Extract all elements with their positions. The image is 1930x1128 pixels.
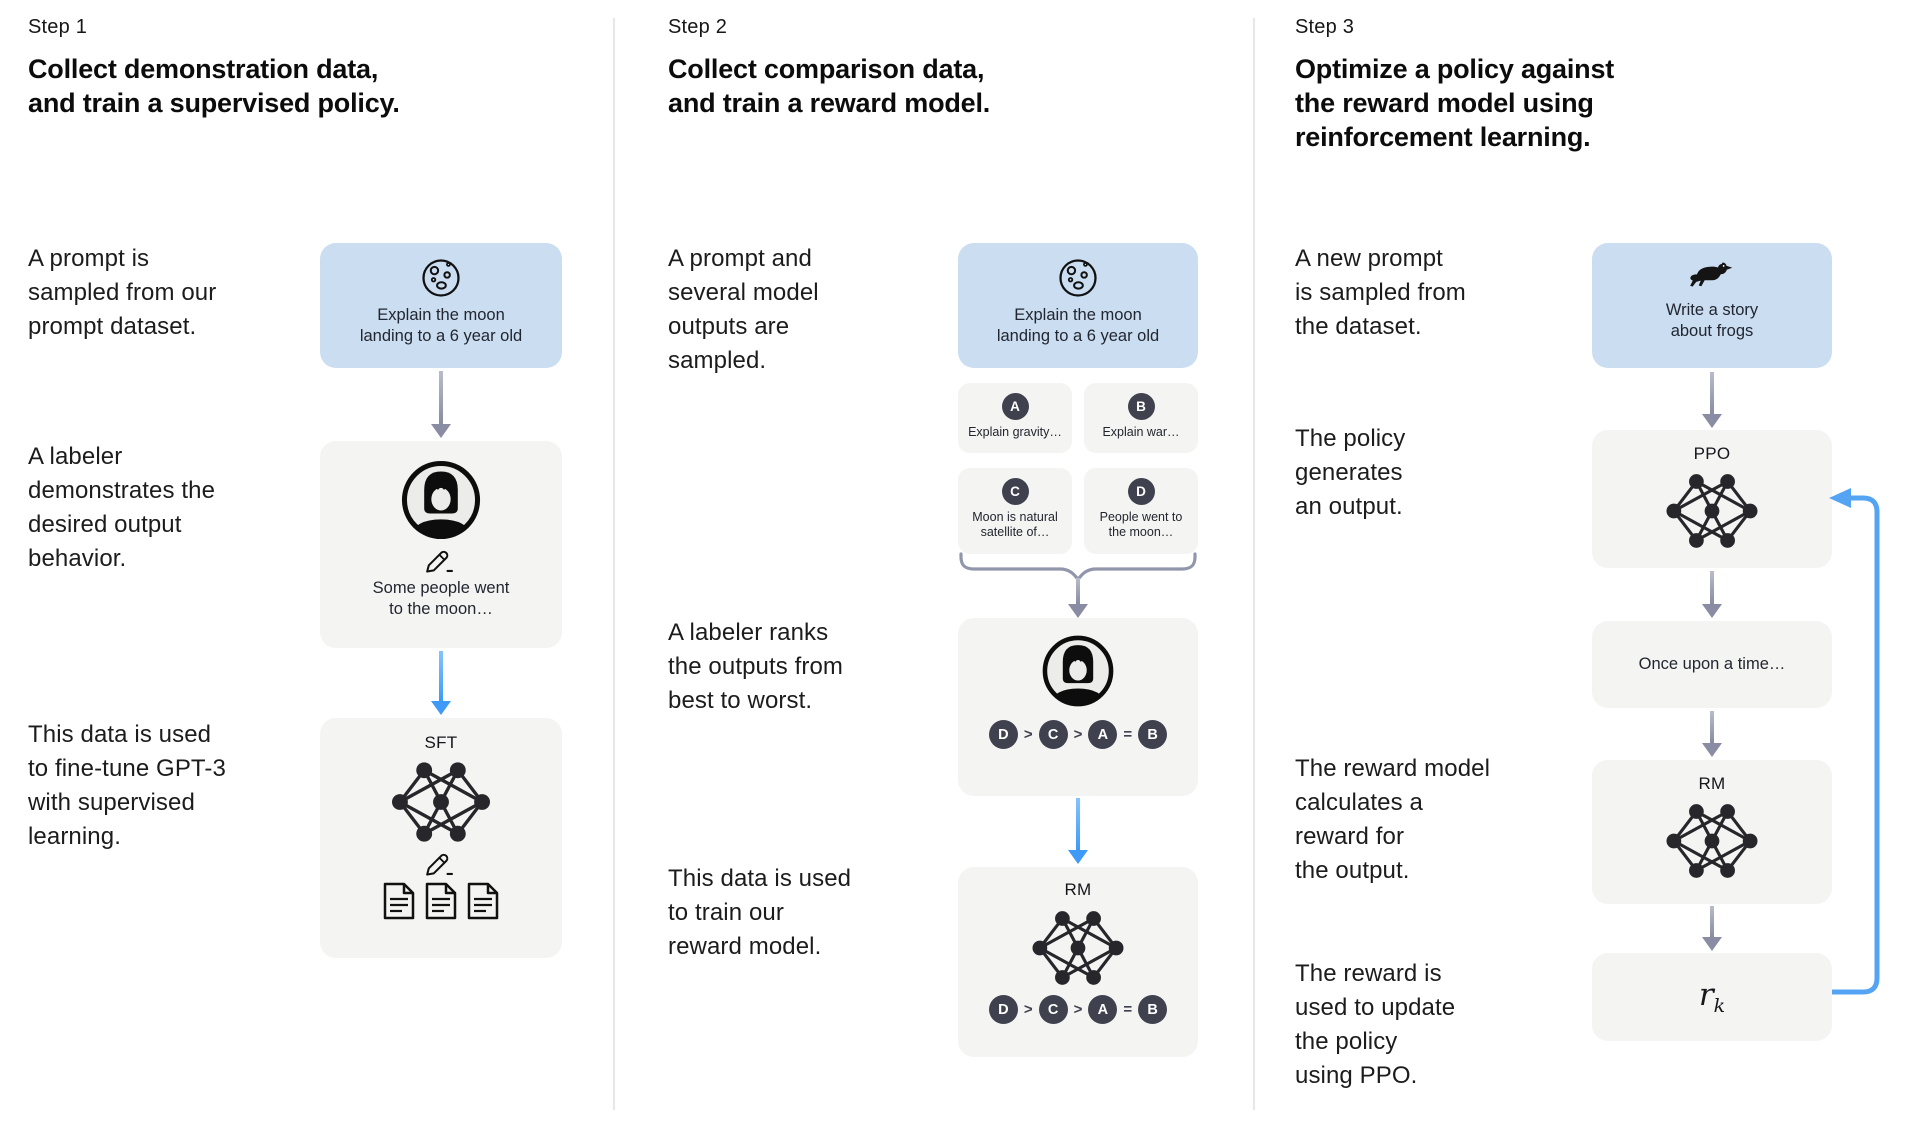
rank-separator: = xyxy=(1123,726,1133,743)
step3-reward-value-box: rk xyxy=(1592,953,1832,1041)
step3-prompt-box: Write a story about frogs xyxy=(1592,243,1832,368)
answer-text: Explain gravity… xyxy=(968,425,1062,439)
rank-badge: C xyxy=(1038,720,1068,749)
neural-network-icon xyxy=(1026,908,1130,988)
step1-caption-prompt: A prompt is sampled from our prompt data… xyxy=(28,245,217,340)
document-icon xyxy=(466,881,500,921)
model-name: SFT xyxy=(424,733,458,752)
reward-symbol: rk xyxy=(1698,976,1726,1018)
answer-text: People went to the moon… xyxy=(1099,510,1183,539)
step2-prompt-box: Explain the moon landing to a 6 year old xyxy=(958,243,1198,368)
step2-label: Step 2 xyxy=(668,16,728,38)
rank-separator: > xyxy=(1023,726,1033,743)
prompt-text: Explain the moon landing to a 6 year old xyxy=(996,306,1160,345)
neural-network-icon xyxy=(385,759,497,845)
step1-prompt-box: Explain the moon landing to a 6 year old xyxy=(320,243,562,368)
frog-icon xyxy=(1688,259,1736,293)
step1-label: Step 1 xyxy=(28,16,88,38)
rank-badge: D xyxy=(988,995,1018,1024)
step3-heading: Optimize a policy against the reward mod… xyxy=(1295,54,1615,152)
down-arrow xyxy=(431,651,451,715)
answer-card-d: D People went to the moon… xyxy=(1084,468,1198,554)
model-name: RM xyxy=(1064,880,1092,899)
moon-icon xyxy=(1057,257,1099,299)
rank-badge: D xyxy=(988,720,1018,749)
document-icon xyxy=(424,881,458,921)
answer-card-b: B Explain war… xyxy=(1084,383,1198,453)
step2-reward-model-box: RM D > C > A = B xyxy=(958,867,1198,1057)
step3-caption-output: The policy generates an output. xyxy=(1295,425,1406,520)
step1-caption-finetune: This data is used to fine-tune GPT-3 wit… xyxy=(28,721,226,850)
step3-output-box: Once upon a time… xyxy=(1592,621,1832,708)
prompt-text: Write a story about frogs xyxy=(1665,301,1759,340)
step3-ppo-policy-box: PPO xyxy=(1592,430,1832,568)
answer-card-c: C Moon is natural satellite of… xyxy=(958,468,1072,554)
down-arrow xyxy=(1702,906,1722,951)
answer-card-a: A Explain gravity… xyxy=(958,383,1072,453)
answer-text: Explain war… xyxy=(1102,425,1180,439)
step1-heading: Collect demonstration data, and train a … xyxy=(28,54,400,118)
pencil-icon xyxy=(423,547,459,573)
rank-badge: A xyxy=(1088,995,1118,1024)
down-arrow xyxy=(1702,711,1722,757)
step3-reward-model-box: RM xyxy=(1592,760,1832,904)
labeler-avatar-icon xyxy=(399,458,483,542)
document-icon xyxy=(382,881,416,921)
rank-separator: > xyxy=(1023,1001,1033,1018)
rank-badge: B xyxy=(1138,720,1168,749)
step1-sft-model-box: SFT xyxy=(320,718,562,958)
rank-separator: = xyxy=(1123,1001,1133,1018)
column-divider xyxy=(613,18,615,1110)
step3-caption-update: The reward is used to update the policy … xyxy=(1295,960,1456,1089)
step2-heading: Collect comparison data, and train a rew… xyxy=(668,54,991,118)
demonstration-text: Some people went to the moon… xyxy=(372,579,510,618)
pencil-icon xyxy=(423,850,459,876)
documents-icon xyxy=(382,881,500,921)
neural-network-icon xyxy=(1660,801,1764,881)
answer-badge: C xyxy=(1001,478,1029,505)
answer-badge: A xyxy=(1001,393,1029,420)
ranking-row: D > C > A = B xyxy=(988,995,1168,1024)
step3-caption-prompt: A new prompt is sampled from the dataset… xyxy=(1295,245,1466,340)
down-arrow xyxy=(1068,578,1088,618)
step2-ranking-box: D > C > A = B xyxy=(958,618,1198,796)
rank-badge: B xyxy=(1138,995,1168,1024)
down-arrow xyxy=(1702,372,1722,428)
answer-badge: B xyxy=(1127,393,1155,420)
step1-caption-labeler: A labeler demonstrates the desired outpu… xyxy=(28,443,216,572)
down-arrow xyxy=(1702,571,1722,618)
step1-labeler-box: Some people went to the moon… xyxy=(320,441,562,648)
neural-network-icon xyxy=(1660,471,1764,551)
moon-icon xyxy=(420,257,462,299)
rank-badge: C xyxy=(1038,995,1068,1024)
step3-label: Step 3 xyxy=(1295,16,1355,38)
column-divider xyxy=(1253,18,1255,1110)
rank-badge: A xyxy=(1088,720,1118,749)
answer-text: Moon is natural satellite of… xyxy=(972,510,1058,539)
model-name: PPO xyxy=(1693,444,1731,463)
labeler-avatar-icon xyxy=(1040,633,1116,709)
rank-separator: > xyxy=(1073,1001,1083,1018)
ranking-row: D > C > A = B xyxy=(988,720,1168,749)
step3-caption-reward: The reward model calculates a reward for… xyxy=(1295,755,1491,884)
step2-caption-ranking: A labeler ranks the outputs from best to… xyxy=(668,619,844,714)
answer-badge: D xyxy=(1127,478,1155,505)
rank-separator: > xyxy=(1073,726,1083,743)
down-arrow xyxy=(431,371,451,438)
output-text: Once upon a time… xyxy=(1638,655,1786,673)
feedback-loop-arrow xyxy=(1829,488,1880,995)
step2-caption-sampling: A prompt and several model outputs are s… xyxy=(668,245,819,374)
step2-caption-training: This data is used to train our reward mo… xyxy=(668,865,852,960)
down-arrow xyxy=(1068,798,1088,864)
model-name: RM xyxy=(1698,774,1726,793)
prompt-text: Explain the moon landing to a 6 year old xyxy=(359,306,523,345)
